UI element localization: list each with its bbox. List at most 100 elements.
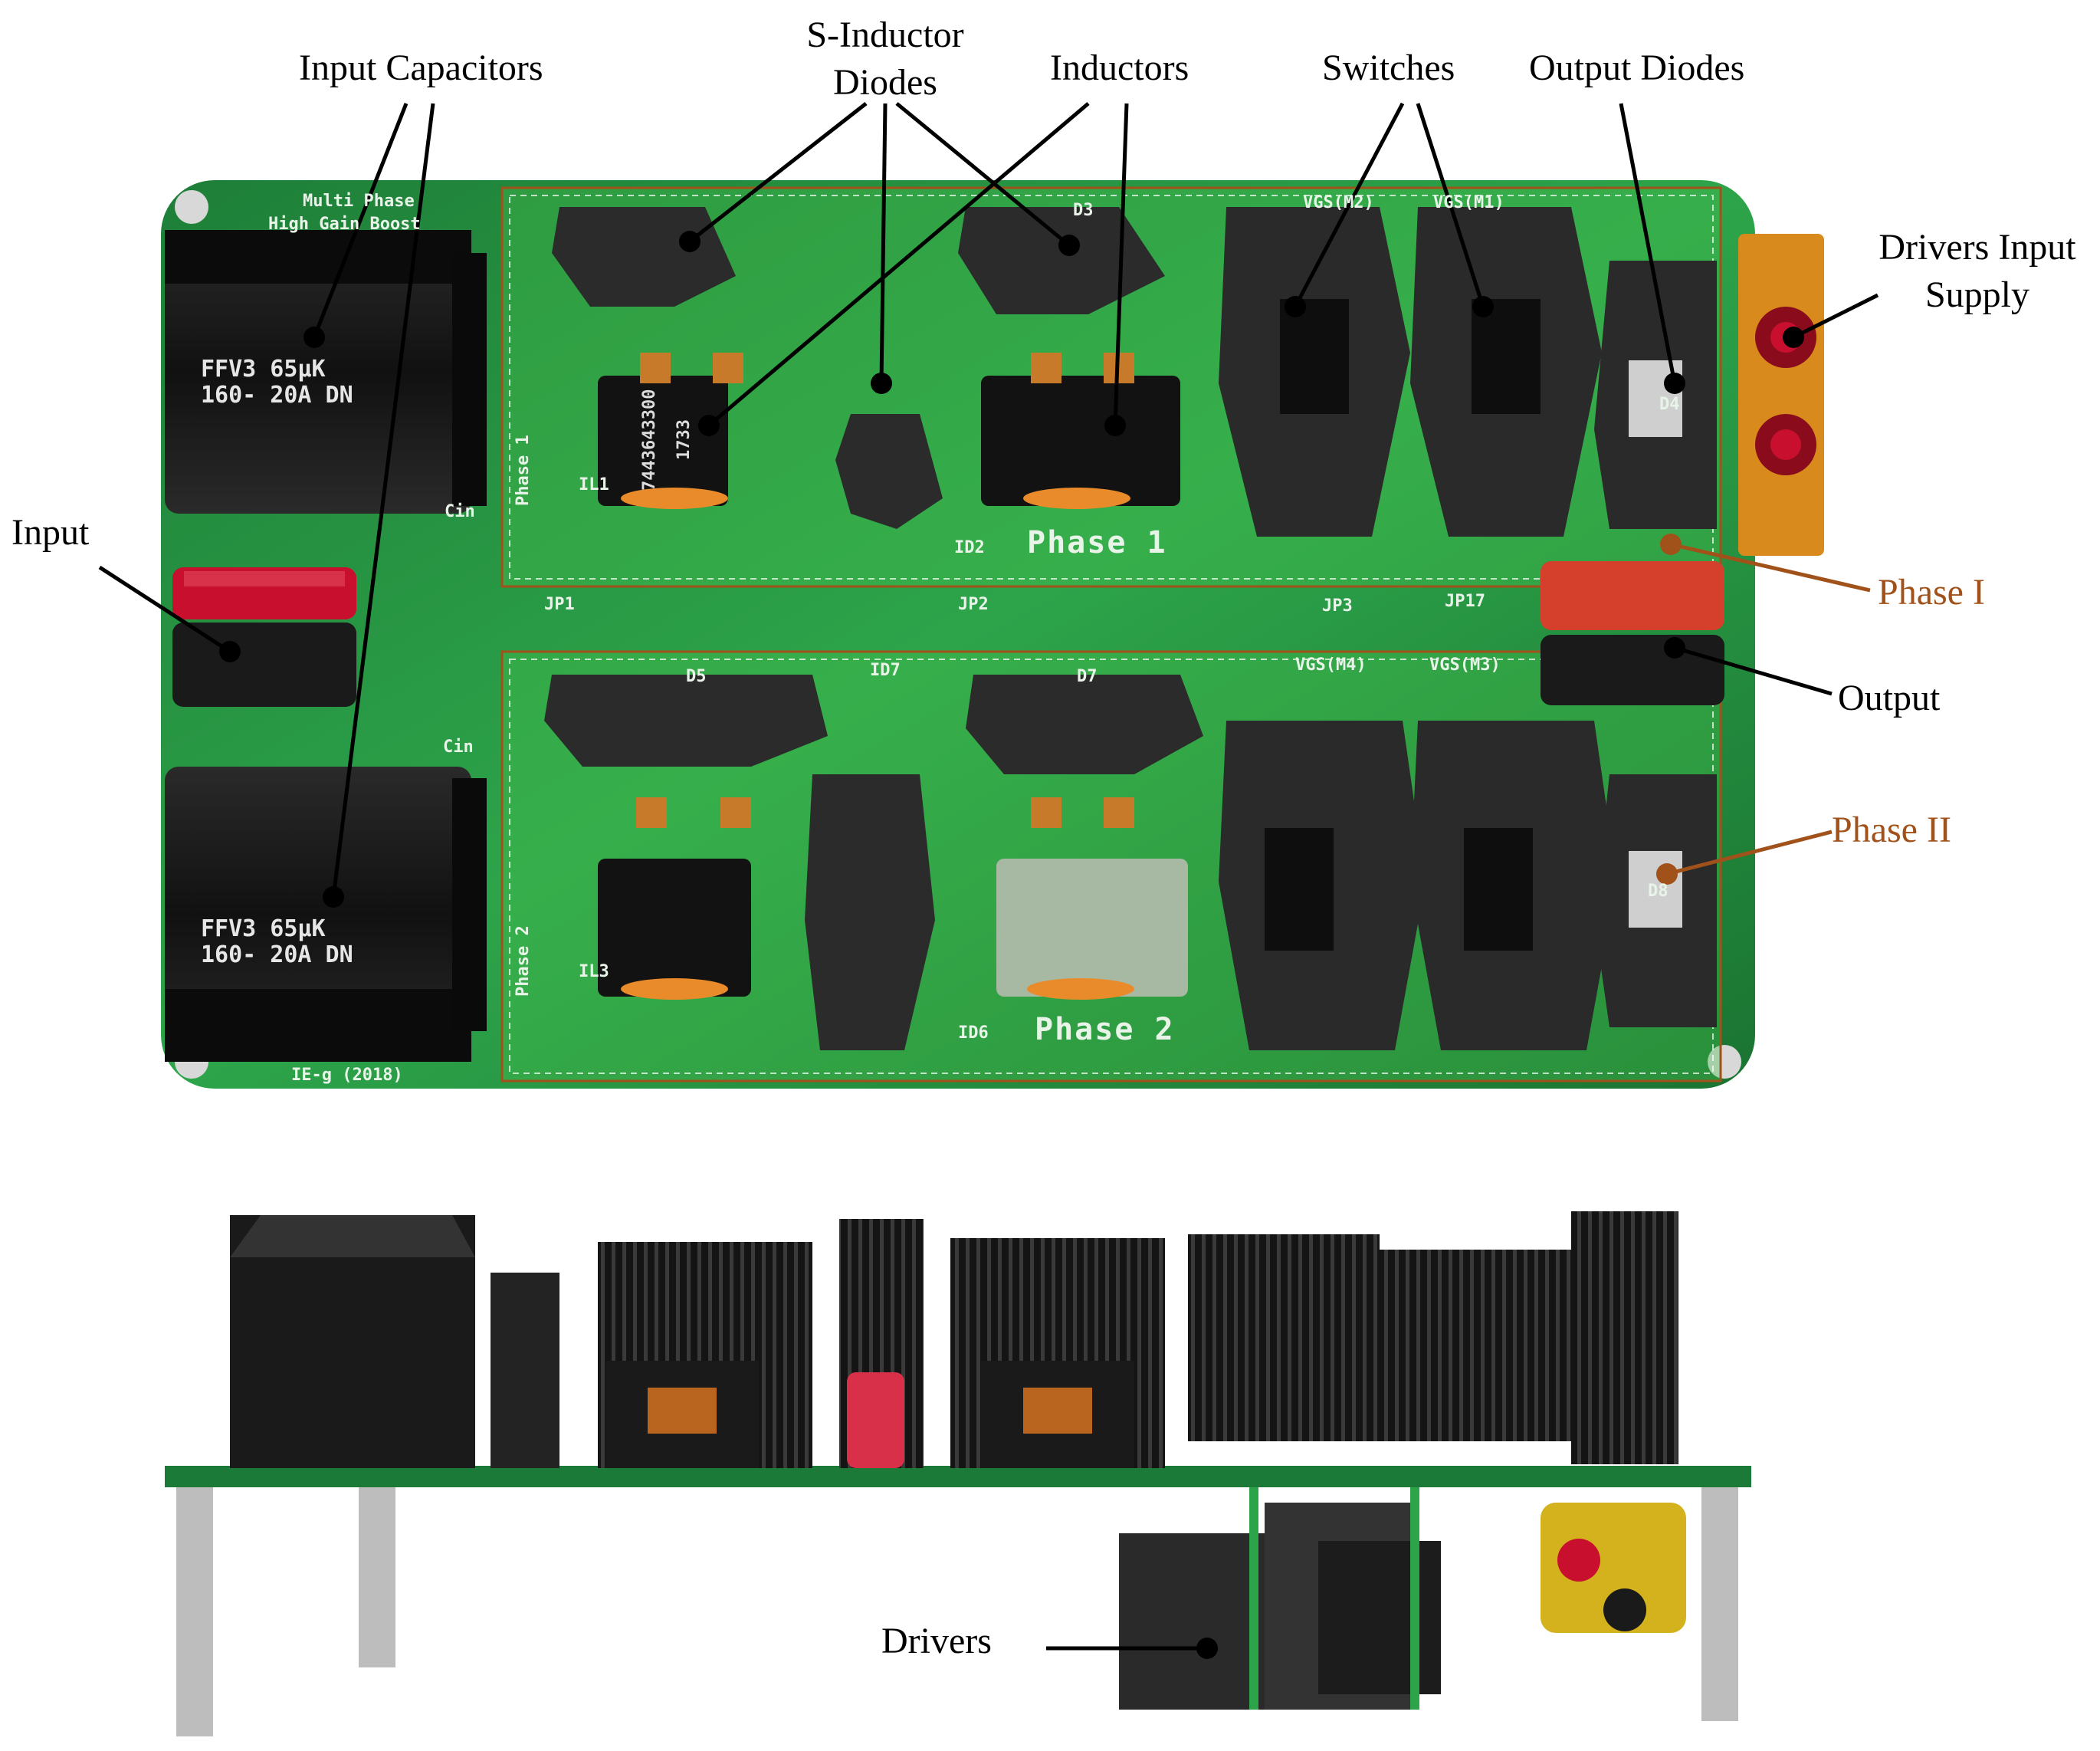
label-drivers-input-supply-line1: Drivers Input <box>1879 227 2076 268</box>
callout-dot <box>1783 327 1804 348</box>
capacitor-bottom-marking-line2: 160- 20A DN <box>201 941 353 968</box>
switch-heatsink-side <box>1372 1250 1571 1441</box>
driver-pcb <box>1249 1487 1258 1710</box>
inductor-coil-side <box>648 1388 717 1434</box>
silk-d3: D3 <box>1073 201 1094 220</box>
silk-jp1: JP1 <box>544 595 575 614</box>
label-drivers: Drivers <box>881 1621 992 1661</box>
silk-d7: D7 <box>1077 667 1098 686</box>
input-connector <box>172 567 356 707</box>
callout-dot <box>323 886 344 908</box>
switch-m2 <box>1219 207 1410 537</box>
silk-jp3: JP3 <box>1322 596 1353 616</box>
silk-vgs-m3: VGS(M3) <box>1429 655 1501 675</box>
switch-heatsink-side <box>1188 1234 1380 1441</box>
capacitor-bottom-marking: FFV3 65µK 160- 20A DN <box>201 916 353 968</box>
pcb-top-view <box>161 180 1824 1089</box>
silk-phase-2-side: Phase 2 <box>514 925 533 997</box>
driver-board <box>1318 1541 1441 1694</box>
label-inductors: Inductors <box>1050 48 1189 88</box>
capacitor-bottom-marking-line1: FFV3 65µK <box>201 915 326 942</box>
callout-dot <box>698 415 720 436</box>
inductor-l4 <box>996 797 1188 1000</box>
silk-phase-1: Phase 1 <box>1027 525 1167 560</box>
callout-dot <box>304 327 325 348</box>
silk-id6: ID6 <box>958 1023 989 1043</box>
label-switches: Switches <box>1322 48 1455 88</box>
callout-dot <box>1058 235 1080 256</box>
switch-heatsink-side <box>1571 1211 1678 1464</box>
switch-m4 <box>1219 721 1426 1050</box>
label-drivers-input-supply: Drivers Input Supply <box>1862 224 2092 319</box>
output-diode-d4 <box>1594 261 1717 529</box>
callout-dot <box>871 373 892 394</box>
input-capacitor-top <box>165 230 487 514</box>
label-s-inductor-diodes-line1: S-Inductor <box>806 15 964 55</box>
label-output-diodes: Output Diodes <box>1529 48 1745 88</box>
callout-dot <box>1664 373 1685 394</box>
callout-dot <box>1196 1638 1218 1659</box>
label-drivers-input-supply-line2: Supply <box>1924 274 2030 315</box>
inductor-l1-part-number: 7443643300 <box>640 389 659 491</box>
label-input: Input <box>11 512 90 553</box>
silk-d5: D5 <box>686 667 707 686</box>
supply-terminal-side <box>1557 1539 1600 1582</box>
silk-cin-top: Cin <box>445 502 475 521</box>
silk-id7: ID7 <box>870 661 901 680</box>
leader-dots <box>219 231 1804 1659</box>
phase-2-region-border <box>500 650 1722 1082</box>
callout-dot <box>1656 863 1678 885</box>
capacitor-side-back <box>491 1273 559 1468</box>
inductor-l1 <box>598 353 743 509</box>
silk-phase-1-side: Phase 1 <box>514 435 533 506</box>
switch-m3 <box>1410 721 1617 1050</box>
pcb-side-view <box>165 1211 1751 1736</box>
mounting-hole <box>175 190 208 224</box>
inductor-l3 <box>598 797 751 1000</box>
supply-connector-side <box>1541 1503 1686 1633</box>
callout-dot <box>1472 296 1494 317</box>
capacitor-top-marking-line1: FFV3 65µK <box>201 356 326 383</box>
silk-title-line2: High Gain Boost <box>268 215 421 234</box>
supply-terminal-side <box>1603 1588 1646 1631</box>
silk-vgs-m1: VGS(M1) <box>1433 193 1504 212</box>
driver-pcb <box>1410 1487 1419 1710</box>
leader-lines <box>98 102 1879 1651</box>
heatsink-d3 <box>958 207 1165 314</box>
pcb-edge <box>165 1466 1751 1487</box>
heatsink-d7 <box>966 675 1203 774</box>
heatsink-id6 <box>805 774 935 1050</box>
label-s-inductor-diodes: S-Inductor Diodes <box>789 11 981 107</box>
silk-il3: IL3 <box>579 962 609 981</box>
silk-jp2: JP2 <box>958 595 989 614</box>
label-s-inductor-diodes-line2: Diodes <box>833 62 937 103</box>
silk-vgs-m4: VGS(M4) <box>1295 655 1367 675</box>
callout-dot <box>1664 637 1685 659</box>
standoff <box>1701 1476 1738 1721</box>
capacitor-top-marking: FFV3 65µK 160- 20A DN <box>201 356 353 409</box>
output-diode-d8 <box>1594 774 1717 1027</box>
label-output: Output <box>1838 678 1941 718</box>
standoff <box>359 1476 395 1667</box>
callout-dot <box>1285 296 1306 317</box>
mounting-hole <box>1708 1045 1741 1079</box>
silk-cin-bottom: Cin <box>443 738 474 757</box>
switch-m1 <box>1410 207 1602 537</box>
silk-d8: D8 <box>1648 882 1669 901</box>
drivers-input-supply-connector <box>1738 234 1824 556</box>
diode-side <box>847 1372 904 1468</box>
driver-board <box>1119 1533 1265 1710</box>
callout-dot <box>679 231 701 252</box>
silk-vgs-m2: VGS(M2) <box>1303 193 1374 212</box>
inductor-l1-date-code: 1733 <box>674 419 694 460</box>
callout-dot <box>219 641 241 662</box>
standoff <box>176 1476 213 1736</box>
callout-dot <box>1660 534 1682 555</box>
inductor-l2 <box>981 353 1180 509</box>
silk-jp17: JP17 <box>1445 592 1485 611</box>
input-capacitor-bottom <box>165 767 487 1062</box>
silk-id2: ID2 <box>954 538 985 557</box>
inductor-coil-side <box>1023 1388 1092 1434</box>
label-phase-1: Phase I <box>1878 572 1985 613</box>
